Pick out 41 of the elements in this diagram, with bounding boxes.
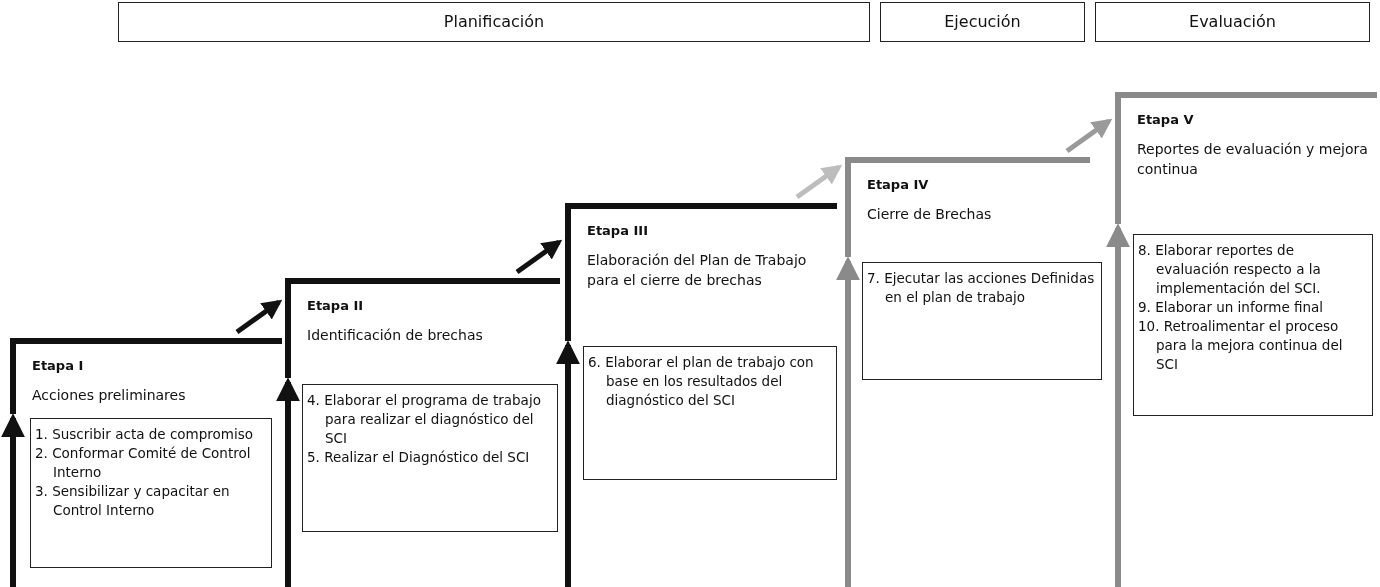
step-up-arrow	[235, 299, 283, 335]
task-list-box	[302, 384, 558, 532]
task-list-box	[30, 418, 272, 568]
stage-number: Etapa II	[307, 298, 365, 313]
stage-title: Acciones preliminares	[32, 386, 187, 405]
task-list-box	[862, 262, 1102, 380]
task-item: 2. Conformar Comité de Control Interno	[34, 444, 252, 482]
arrow	[1106, 223, 1130, 587]
stage-title: Elaboración del Plan de Trabajo para el cierre de brechas	[587, 251, 808, 290]
stage-title: Identificación de brechas	[307, 326, 484, 345]
stage-step	[1115, 92, 1377, 224]
stage-number: Etapa V	[1137, 112, 1195, 127]
arrow	[836, 256, 860, 587]
arrow	[1, 413, 25, 587]
task-item: 9. Elaborar un informe final	[1137, 298, 1325, 317]
task-item: 7. Ejecutar las acciones Definidas en el plan de trabajo	[866, 269, 1095, 307]
step-up-arrow	[1065, 118, 1113, 154]
phase-header: Evaluación	[1095, 2, 1370, 42]
task-item: 6. Elaborar el plan de trabajo con base en los resultados del diagnóstico del SCI	[587, 353, 815, 410]
stage-title: Reportes de evaluación y mejora continua	[1137, 140, 1369, 179]
arrow	[556, 340, 580, 587]
stage-step	[565, 203, 837, 341]
phase-header: Ejecución	[880, 2, 1085, 42]
step-up-arrow	[795, 164, 843, 200]
stage-number: Etapa I	[32, 358, 85, 373]
stage-step	[285, 278, 560, 378]
task-list-box	[1133, 234, 1373, 416]
stage-number: Etapa IV	[867, 177, 930, 192]
task-item: 3. Sensibilizar y capacitar en Control Interno	[34, 482, 231, 520]
step-up-arrow	[515, 239, 563, 275]
stage-number: Etapa III	[587, 223, 649, 238]
task-item: 1. Suscribir acta de compromiso	[34, 425, 255, 444]
task-item: 5. Realizar el Diagnóstico del SCI	[306, 448, 531, 467]
task-item: 8. Elaborar reportes de evaluación respecto a la implementación del SCI.	[1137, 241, 1322, 298]
phase-header: Planificación	[118, 2, 870, 42]
arrow	[276, 377, 300, 587]
task-list-box	[583, 346, 837, 480]
task-item: 4. Elaborar el programa de trabajo para realizar el diagnóstico del SCI	[306, 391, 542, 448]
stage-title: Cierre de Brechas	[867, 205, 993, 224]
stage-step	[845, 157, 1090, 257]
task-item: 10. Retroalimentar el proceso para la mejora continua del SCI	[1137, 317, 1344, 374]
